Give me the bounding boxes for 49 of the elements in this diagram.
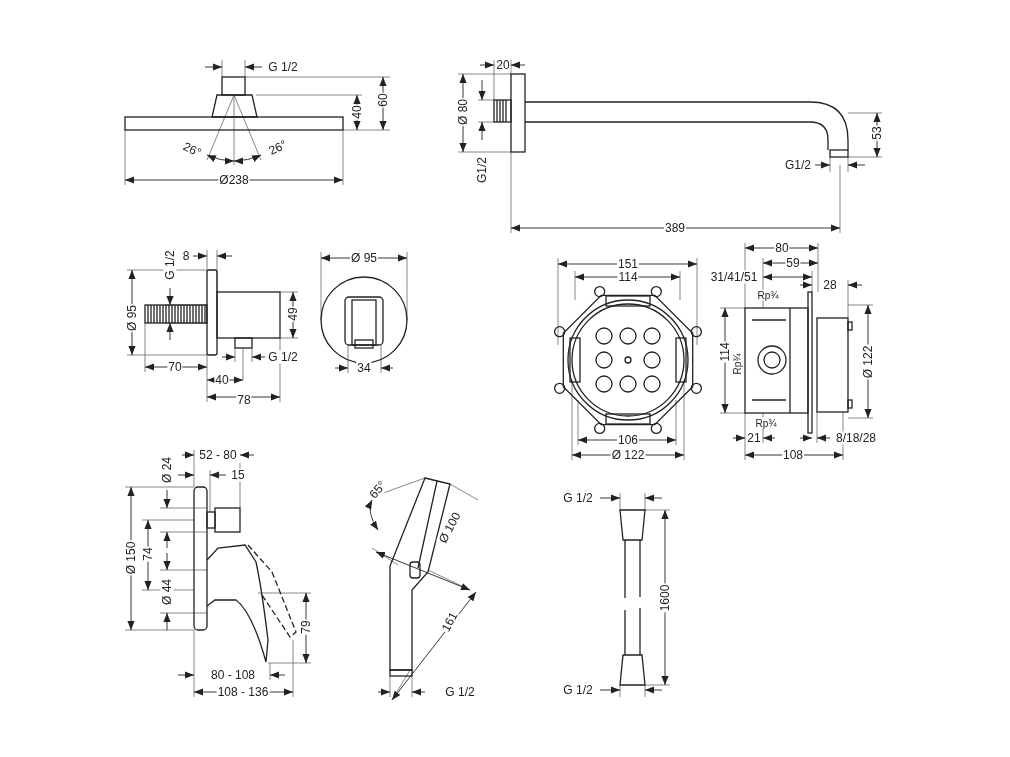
dimension-label: 52 - 80 <box>198 448 238 462</box>
dimension-label: 20 <box>495 58 511 72</box>
dimension-label: 78 <box>236 393 252 407</box>
dimension-label: 108 - 136 <box>216 685 270 699</box>
dimension-label: Ø 80 <box>456 98 470 126</box>
dimension-label: 34 <box>356 361 372 375</box>
dimension-label: 15 <box>230 468 246 482</box>
dimension-label: 8/18/28 <box>835 431 877 445</box>
dimension-label: Ø 24 <box>160 456 174 484</box>
dimension-label: 59 <box>785 256 801 270</box>
dimension-label: 106 <box>617 433 639 447</box>
dimension-label: G1/2 <box>475 156 489 184</box>
dimension-label: 70 <box>167 360 183 374</box>
dimension-label: 21 <box>746 431 762 445</box>
dimension-label: 40 <box>350 104 364 120</box>
dimension-label: 389 <box>664 221 686 235</box>
dimension-label: Ø 95 <box>125 304 139 332</box>
dimension-label: 1600 <box>658 583 672 613</box>
dimension-label: G 1/2 <box>163 249 177 281</box>
dimension-label: Rp¾ <box>756 289 780 301</box>
dimension-label: Ø 95 <box>350 251 378 265</box>
dimension-label: 80 <box>774 241 790 255</box>
dimension-label: 28 <box>822 278 838 292</box>
dimension-label: 40 <box>214 373 230 387</box>
dimension-label: 60 <box>376 92 390 108</box>
dimension-label: G 1/2 <box>562 683 594 697</box>
dimension-label: Ø 150 <box>124 540 138 576</box>
dimension-label: 79 <box>299 619 313 635</box>
dimension-label: G 1/2 <box>267 350 299 364</box>
dimension-label: Ø 44 <box>160 578 174 606</box>
dimension-label: 53 <box>870 125 884 141</box>
dimension-label: G 1/2 <box>267 60 299 74</box>
dimension-label: 8 <box>181 249 191 263</box>
dimension-label: 74 <box>141 546 155 562</box>
dimension-label: Ø 122 <box>610 448 646 462</box>
dimension-label: Rp¾ <box>754 417 778 429</box>
dimension-label: 80 - 108 <box>210 668 256 682</box>
dimension-label: Ø238 <box>218 173 250 187</box>
dimension-label: 31/41/51 <box>709 270 759 284</box>
dimension-label: G1/2 <box>784 158 812 172</box>
dimension-label: Ø 122 <box>861 344 875 380</box>
dimension-label: 108 <box>782 448 804 462</box>
dimension-label: G 1/2 <box>444 685 476 699</box>
dimension-label: 49 <box>286 306 300 322</box>
dimension-label: G 1/2 <box>562 491 594 505</box>
dimension-label: 114 <box>617 270 639 284</box>
dimension-label: 114 <box>718 341 732 363</box>
dimension-label: 151 <box>617 257 639 271</box>
dimension-label: Rp¾ <box>731 352 743 376</box>
